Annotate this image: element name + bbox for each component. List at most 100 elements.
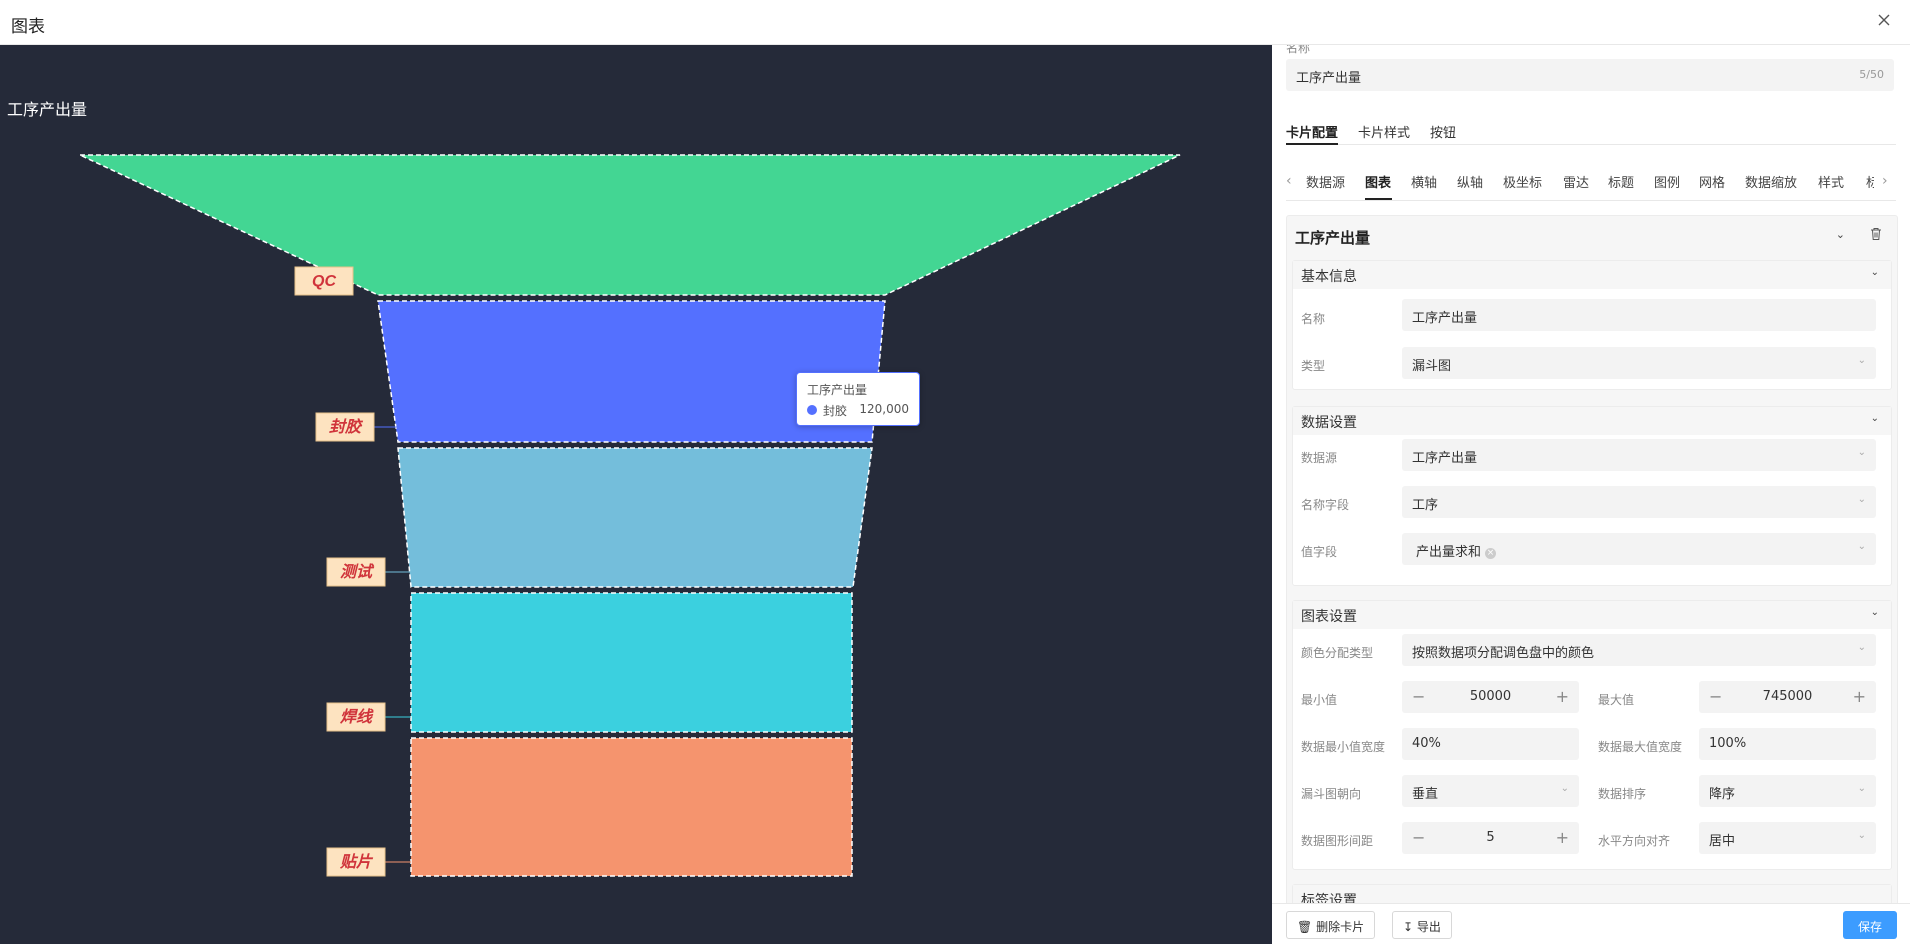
- tooltip-title: 工序产出量: [807, 383, 868, 397]
- tab-card-style[interactable]: 卡片样式: [1358, 126, 1411, 141]
- decrement-button[interactable]: −: [1412, 687, 1426, 706]
- datasource-value: 工序产出量: [1412, 451, 1478, 466]
- section-basic-info: 基本信息 ⌄ 名称 工序产出量 类型 漏斗图 ⌄: [1292, 260, 1892, 390]
- tooltip-value: 120,000: [859, 402, 909, 416]
- field-label-type: 类型: [1301, 359, 1326, 373]
- save-button[interactable]: 保存: [1843, 911, 1897, 939]
- min-value: 50000: [1469, 689, 1512, 704]
- tab-card-config[interactable]: 卡片配置: [1286, 126, 1339, 141]
- delete-card-button[interactable]: 🗑 删除卡片: [1286, 911, 1376, 939]
- tab-label-partial[interactable]: 标: [1866, 176, 1874, 191]
- card-name-input[interactable]: 工序产出量 5/50: [1286, 59, 1894, 91]
- tab-radar[interactable]: 雷达: [1563, 176, 1590, 191]
- card-tabs: 卡片配置 卡片样式 按钮: [1286, 113, 1896, 145]
- chevron-down-icon: ⌄: [1857, 355, 1866, 366]
- tab-grid[interactable]: 网格: [1699, 176, 1726, 191]
- funnel-label: QC: [312, 273, 336, 290]
- chevron-down-icon: ⌄: [1560, 783, 1569, 794]
- min-value-stepper[interactable]: − 50000 +: [1402, 681, 1579, 713]
- funnel-segment[interactable]: [377, 300, 886, 443]
- close-icon[interactable]: [1876, 12, 1892, 28]
- funnel-label-box: [315, 412, 375, 442]
- tab-title[interactable]: 标题: [1608, 176, 1635, 191]
- field-label-namefield: 名称字段: [1301, 498, 1350, 512]
- chart-title: 工序产出量: [7, 100, 88, 119]
- tab-polar[interactable]: 极坐标: [1503, 176, 1543, 191]
- gap-stepper[interactable]: − 5 +: [1402, 822, 1579, 854]
- chevron-down-icon: ⌄: [1857, 783, 1866, 794]
- tab-yaxis[interactable]: 纵轴: [1457, 176, 1484, 191]
- remove-tag-icon[interactable]: ×: [1485, 548, 1497, 559]
- decrement-button[interactable]: −: [1412, 828, 1426, 847]
- name-label: 名称: [1286, 45, 1311, 55]
- tab-style[interactable]: 样式: [1818, 176, 1845, 191]
- section-chart-header[interactable]: 图表设置 ⌄: [1293, 601, 1891, 629]
- chevron-down-icon: ⌄: [1857, 494, 1866, 505]
- orient-select[interactable]: 垂直 ⌄: [1402, 775, 1579, 807]
- color-type-select[interactable]: 按照数据项分配调色盘中的颜色 ⌄: [1402, 634, 1876, 666]
- chevron-down-icon[interactable]: ⌄: [1870, 413, 1879, 424]
- chevron-down-icon[interactable]: ⌄: [1870, 267, 1879, 278]
- chevron-down-icon: ⌄: [1857, 830, 1866, 841]
- section-basic-header[interactable]: 基本信息 ⌄: [1293, 261, 1891, 289]
- field-label-align: 水平方向对齐: [1598, 834, 1671, 848]
- tab-button[interactable]: 按钮: [1430, 126, 1457, 141]
- funnel-segment[interactable]: [397, 447, 873, 588]
- increment-button[interactable]: +: [1852, 687, 1866, 706]
- tab-xaxis[interactable]: 横轴: [1411, 176, 1438, 191]
- chevron-down-icon[interactable]: ⌄: [1835, 228, 1845, 241]
- section-data-title: 数据设置: [1301, 415, 1357, 431]
- funnel-segment[interactable]: [410, 592, 853, 733]
- decrement-button[interactable]: −: [1709, 687, 1723, 706]
- chevron-down-icon: ⌄: [1857, 447, 1866, 458]
- chevron-down-icon[interactable]: ⌄: [1870, 607, 1879, 618]
- funnel-segment[interactable]: [410, 737, 853, 877]
- funnel-segment[interactable]: [79, 154, 1181, 296]
- chevron-down-icon: ⌄: [1857, 642, 1866, 653]
- tab-chart[interactable]: 图表: [1365, 176, 1392, 191]
- dialog-footer: 🗑 删除卡片 ↧ 导出 保存: [1272, 903, 1910, 944]
- download-icon: ↧: [1403, 920, 1414, 934]
- scroll-left-icon[interactable]: ‹: [1286, 173, 1292, 189]
- series-name-input-value: 工序产出量: [1412, 311, 1478, 326]
- series-card: 工序产出量 ⌄ 基本信息 ⌄ 名称 工序产出量 类型 漏斗图 ⌄: [1286, 215, 1898, 944]
- series-name-input[interactable]: 工序产出量: [1402, 299, 1876, 331]
- trash-icon: 🗑: [1297, 920, 1313, 934]
- config-sub-tabs: ‹ 数据源 图表 横轴 纵轴 极坐标 雷达 标题 图例 网格 数据缩放 样式 标…: [1286, 165, 1896, 201]
- section-chart-settings: 图表设置 ⌄ 颜色分配类型 按照数据项分配调色盘中的颜色 ⌄ 最小值 − 500…: [1292, 600, 1892, 870]
- series-header: 工序产出量 ⌄: [1287, 216, 1897, 254]
- namefield-select[interactable]: 工序 ⌄: [1402, 486, 1876, 518]
- section-data-header[interactable]: 数据设置 ⌄: [1293, 407, 1891, 435]
- chart-type-select[interactable]: 漏斗图 ⌄: [1402, 347, 1876, 379]
- trash-icon[interactable]: [1869, 227, 1883, 241]
- valuefield-select[interactable]: 产出量求和× ⌄: [1402, 533, 1876, 565]
- scroll-right-icon[interactable]: ›: [1882, 173, 1888, 189]
- tab-datazoom[interactable]: 数据缩放: [1745, 176, 1798, 191]
- active-subtab-indicator: [1365, 198, 1392, 200]
- field-label-min: 最小值: [1301, 693, 1338, 707]
- namefield-value: 工序: [1412, 498, 1439, 513]
- tab-datasource[interactable]: 数据源: [1306, 176, 1346, 191]
- align-select[interactable]: 居中 ⌄: [1699, 822, 1876, 854]
- increment-button[interactable]: +: [1555, 687, 1569, 706]
- section-chart-title: 图表设置: [1301, 609, 1357, 625]
- tab-legend[interactable]: 图例: [1654, 176, 1681, 191]
- field-label-name: 名称: [1301, 312, 1326, 326]
- section-data-settings: 数据设置 ⌄ 数据源 工序产出量 ⌄ 名称字段 工序 ⌄ 值字段 产出量求和× …: [1292, 406, 1892, 586]
- tooltip-series-dot: [807, 405, 817, 415]
- config-panel: 名称 工序产出量 5/50 卡片配置 卡片样式 按钮 ‹ 数据源 图表 横轴 纵…: [1272, 45, 1910, 944]
- sort-select[interactable]: 降序 ⌄: [1699, 775, 1876, 807]
- orient-value: 垂直: [1412, 787, 1439, 802]
- max-width-input[interactable]: 100%: [1699, 728, 1876, 760]
- field-label-valuefield: 值字段: [1301, 545, 1338, 559]
- section-basic-title: 基本信息: [1301, 269, 1357, 285]
- chart-type-value: 漏斗图: [1412, 359, 1452, 374]
- max-value-stepper[interactable]: − 745000 +: [1699, 681, 1876, 713]
- min-width-input[interactable]: 40%: [1402, 728, 1579, 760]
- export-button[interactable]: ↧ 导出: [1392, 911, 1452, 939]
- max-value: 745000: [1762, 689, 1813, 704]
- increment-button[interactable]: +: [1555, 828, 1569, 847]
- datasource-select[interactable]: 工序产出量 ⌄: [1402, 439, 1876, 471]
- field-label-datasource: 数据源: [1301, 451, 1338, 465]
